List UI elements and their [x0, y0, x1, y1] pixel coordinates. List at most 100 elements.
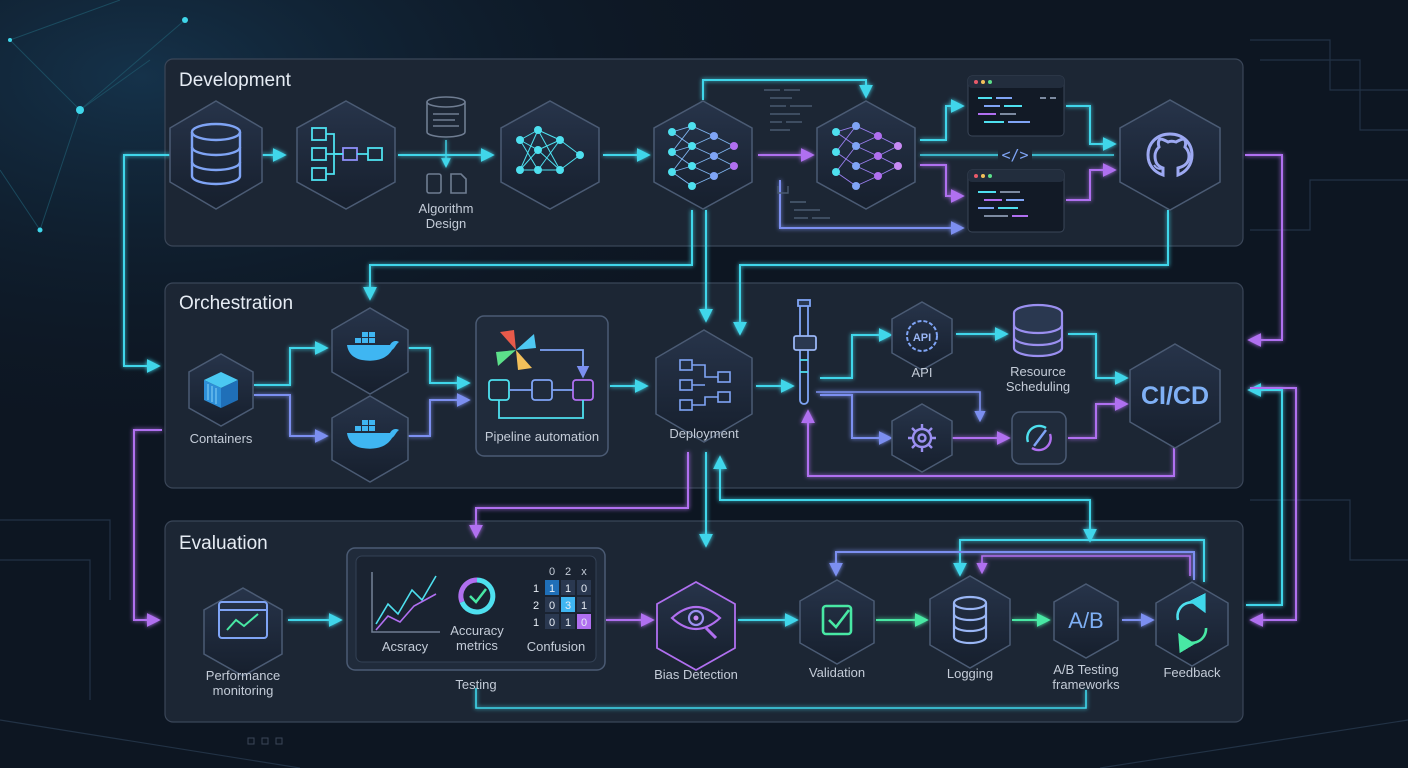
- confusion-row-header: 1: [533, 617, 539, 629]
- docker-node-2[interactable]: [331, 395, 409, 483]
- neural-network-nodes: [668, 122, 738, 190]
- confusion-cell: [545, 580, 559, 595]
- confusion-cell-value: 1: [549, 583, 555, 595]
- cicd-node[interactable]: CI/CD: [1129, 343, 1221, 449]
- validation-label: Validation: [809, 665, 865, 680]
- scheduler-node[interactable]: [1011, 411, 1067, 465]
- ab-testing-node[interactable]: A/B A/B Testing frameworks: [1052, 583, 1120, 692]
- code-window-bottom[interactable]: [967, 169, 1065, 233]
- arrow-network-to-docker: [363, 210, 693, 301]
- arrow-cicd-to-feedback: [1249, 387, 1297, 627]
- bottom-decoration: [247, 737, 283, 745]
- algorithm-design-label-2: Design: [426, 216, 466, 231]
- database-node[interactable]: [169, 100, 263, 210]
- code-symbol: </>: [998, 146, 1032, 164]
- confusion-cell: [577, 597, 591, 612]
- confusion-cell: [577, 614, 591, 629]
- confusion-cell-value: 0: [549, 617, 555, 629]
- confusion-cell: [545, 597, 559, 612]
- refresh-icon: [1176, 592, 1208, 654]
- evaluation-title: Evaluation: [179, 533, 268, 554]
- arrow-probe-to-api: [820, 328, 893, 379]
- confusion-col-header: 2: [565, 566, 571, 578]
- docker-whale-icon: [347, 420, 399, 449]
- document-icon: [426, 173, 467, 194]
- development-title: Development: [179, 70, 292, 91]
- sync-icon: [1026, 424, 1052, 452]
- window-maximize-dot: [988, 80, 992, 84]
- testing-label: Testing: [455, 677, 496, 692]
- neural-network-icon: [671, 125, 735, 187]
- logging-label: Logging: [947, 666, 993, 681]
- gear-node[interactable]: [891, 403, 953, 473]
- arrow-probe-to-scheduler: [816, 391, 986, 423]
- container-cube-icon: [204, 372, 238, 408]
- arrow-feedback-to-validation: [829, 551, 1195, 580]
- bias-detection-label: Bias Detection: [654, 667, 738, 682]
- feedback-node[interactable]: Feedback: [1155, 581, 1229, 680]
- code-lines: [978, 191, 1028, 217]
- arrow-github-to-deployment: [733, 210, 1169, 336]
- arrow-scheduler-to-cicd: [1068, 397, 1129, 439]
- arrow-deployment-to-testing: [469, 452, 689, 539]
- confusion-cell-value: 0: [581, 617, 587, 629]
- confusion-col-header: x: [581, 566, 587, 578]
- gear-icon: [908, 424, 936, 452]
- feedback-label: Feedback: [1163, 665, 1221, 680]
- neural-network-node-2[interactable]: [653, 100, 753, 210]
- accuracy-chart-icon: [371, 572, 440, 633]
- validation-node[interactable]: Validation: [799, 579, 875, 680]
- resource-scheduling-label-2: Scheduling: [1006, 379, 1070, 394]
- logging-node[interactable]: Logging: [929, 575, 1011, 681]
- algorithm-design-label-1: Algorithm: [419, 201, 474, 216]
- arrow-feedback-to-logging-2: [976, 555, 1191, 576]
- accuracy-metrics-label-1: Accuracy: [450, 623, 504, 638]
- github-icon: [1146, 132, 1194, 178]
- arrow-deployment-to-ab: [719, 458, 1097, 543]
- resource-scheduling-label-1: Resource: [1010, 364, 1066, 379]
- algorithm-design-node[interactable]: Algorithm Design: [419, 96, 474, 231]
- confusion-col-header: 0: [549, 566, 555, 578]
- deployment-label: Deployment: [669, 426, 739, 441]
- api-gear-icon: API: [906, 320, 938, 352]
- arrow-code-to-github: [1066, 105, 1117, 151]
- bracket-icon: [777, 186, 789, 194]
- neural-network-node-1[interactable]: [500, 100, 600, 210]
- arrow-docker2-to-pipeline: [408, 393, 471, 437]
- docker-node-1[interactable]: [331, 307, 409, 395]
- resource-scheduling-node[interactable]: Resource Scheduling: [1006, 303, 1070, 394]
- pipeline-flow-icon: [488, 349, 594, 419]
- neural-network-node-3[interactable]: [816, 100, 916, 210]
- api-node[interactable]: API API: [891, 301, 953, 380]
- performance-monitoring-label-2: monitoring: [213, 683, 274, 698]
- arrow-probe-to-gear: [820, 394, 893, 445]
- confusion-cell-value: 0: [549, 600, 555, 612]
- flowchart-icon: [679, 359, 731, 411]
- deployment-node[interactable]: Deployment: [655, 329, 753, 443]
- neural-network-nodes: [516, 126, 584, 174]
- code-icon-text: </>: [1001, 146, 1028, 164]
- docker-whale-icon: [347, 332, 399, 361]
- flowchart-node[interactable]: [296, 100, 396, 210]
- probe-node[interactable]: [793, 299, 817, 405]
- arrow-dev-to-containers: [123, 154, 190, 373]
- code-window-top[interactable]: [967, 75, 1065, 137]
- accuracy-metrics-label-2: metrics: [456, 638, 498, 653]
- orchestration-title: Orchestration: [179, 293, 293, 314]
- check-icon: [821, 604, 853, 636]
- performance-monitoring-label-1: Performance: [206, 668, 280, 683]
- arrow-feedback-to-logging: [953, 539, 1205, 582]
- bias-detection-node[interactable]: Bias Detection: [654, 580, 738, 682]
- github-node[interactable]: [1119, 99, 1221, 211]
- ab-testing-label-2: frameworks: [1052, 677, 1120, 692]
- arrow-github-to-cicd: [1245, 154, 1283, 347]
- containers-node[interactable]: Containers: [188, 353, 254, 446]
- ab-testing-label-1: A/B Testing: [1053, 662, 1119, 677]
- pipeline-automation-node[interactable]: Pipeline automation: [475, 315, 609, 457]
- confusion-cell-value: 3: [565, 600, 571, 612]
- performance-monitoring-node[interactable]: Performance monitoring: [203, 587, 283, 698]
- api-icon-text: API: [913, 332, 931, 344]
